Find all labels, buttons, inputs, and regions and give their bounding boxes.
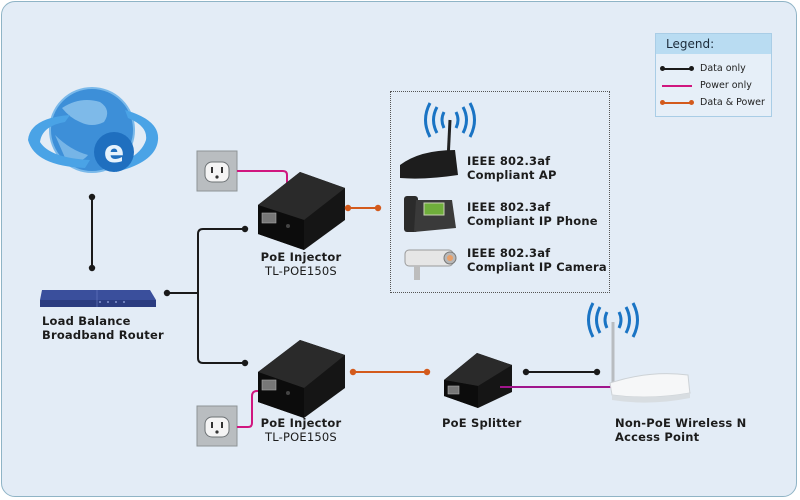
poe-device-standard: IEEE 802.3af xyxy=(467,154,551,168)
wire-outlet-injector-top xyxy=(237,170,288,218)
power-outlet-icon xyxy=(196,150,238,192)
legend-item-label: Data only xyxy=(700,63,746,74)
injector-top-label: PoE Injector TL-POE150S xyxy=(256,250,346,278)
access-point-line1: Non-PoE Wireless N xyxy=(615,416,747,430)
router-label-line2: Broadband Router xyxy=(42,328,164,342)
injector-top-model: TL-POE150S xyxy=(265,264,337,278)
legend: Legend: Data only Power only Data & Powe… xyxy=(655,33,772,117)
internet-globe-icon: e xyxy=(28,87,159,173)
poe-device-standard: IEEE 802.3af xyxy=(467,246,551,260)
router-label: Load Balance Broadband Router xyxy=(42,314,164,342)
poe-splitter-icon xyxy=(444,353,512,408)
poe-device-label: IEEE 802.3af Compliant AP xyxy=(467,154,557,182)
wire-outlet-injector-bottom xyxy=(237,390,270,428)
splitter-name: PoE Splitter xyxy=(442,416,522,430)
legend-title: Legend: xyxy=(656,34,771,54)
injector-bottom-name: PoE Injector xyxy=(260,416,342,430)
data-line-swatch xyxy=(660,66,694,71)
power-outlet-icon xyxy=(196,405,238,447)
legend-item-label: Data & Power xyxy=(700,97,765,108)
poe-access-point-icon xyxy=(400,119,458,179)
router-label-line1: Load Balance xyxy=(42,314,131,328)
wire-internet-router xyxy=(88,193,96,272)
wire-router-injectors xyxy=(163,225,249,367)
legend-item-power: Power only xyxy=(656,77,771,94)
splitter-label: PoE Splitter xyxy=(442,416,521,430)
wifi-signal-icon xyxy=(424,102,476,138)
injector-bottom-model: TL-POE150S xyxy=(265,430,337,444)
injector-top-name: PoE Injector xyxy=(260,250,342,264)
ip-phone-icon xyxy=(404,196,456,232)
poe-device-name: Compliant AP xyxy=(467,168,557,182)
legend-item-data-power: Data & Power xyxy=(656,94,771,111)
poe-device-name: Compliant IP Camera xyxy=(467,260,607,274)
wifi-signal-icon xyxy=(587,302,639,338)
poe-device-name: Compliant IP Phone xyxy=(467,214,598,228)
poe-device-standard: IEEE 802.3af xyxy=(467,200,551,214)
power-line-swatch xyxy=(662,85,692,87)
access-point-line2: Access Point xyxy=(615,430,700,444)
wire-splitter-ap-data xyxy=(522,368,601,376)
poe-device-label: IEEE 802.3af Compliant IP Phone xyxy=(467,200,598,228)
injector-bottom-label: PoE Injector TL-POE150S xyxy=(256,416,346,444)
legend-item-data: Data only xyxy=(656,60,771,77)
svg-text:e: e xyxy=(104,135,124,170)
ip-camera-icon xyxy=(404,249,457,280)
poe-device-label: IEEE 802.3af Compliant IP Camera xyxy=(467,246,607,274)
wire-injector-splitter xyxy=(349,368,431,376)
poe-devices-group xyxy=(390,91,610,293)
access-point-label: Non-PoE Wireless N Access Point xyxy=(615,416,746,444)
poe-injector-top-icon xyxy=(258,172,345,250)
legend-item-label: Power only xyxy=(700,80,752,91)
router-icon xyxy=(40,290,156,307)
poe-injector-bottom-icon xyxy=(258,340,345,418)
wireless-access-point-icon xyxy=(609,322,691,403)
wire-injector-top-poe-devices xyxy=(344,204,382,212)
data-power-line-swatch xyxy=(660,100,694,105)
